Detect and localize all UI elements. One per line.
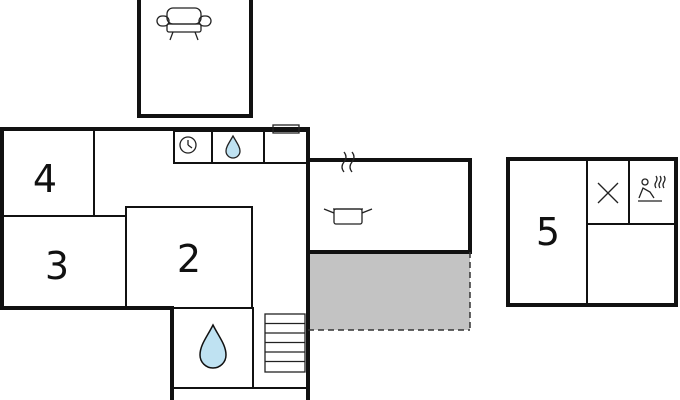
window-mark [272, 124, 300, 134]
room-5-number: 5 [536, 210, 560, 254]
water-drop-icon [225, 134, 241, 159]
sofa-icon [156, 7, 212, 41]
clock-icon [179, 136, 197, 154]
room-3-number: 3 [45, 244, 69, 288]
living-room [137, 0, 253, 118]
terrace [306, 250, 471, 331]
stairs-icon [264, 313, 306, 373]
utility-cell [263, 130, 309, 164]
shower-drop-icon [199, 323, 227, 369]
main-house [0, 124, 310, 400]
kitchen [306, 158, 472, 254]
annex [506, 157, 678, 307]
cooking-pot-icon [323, 151, 373, 225]
room-2-number: 2 [177, 237, 201, 281]
sauna-icon [638, 175, 666, 202]
room-4-number: 4 [33, 157, 57, 201]
cross-icon [597, 182, 619, 204]
